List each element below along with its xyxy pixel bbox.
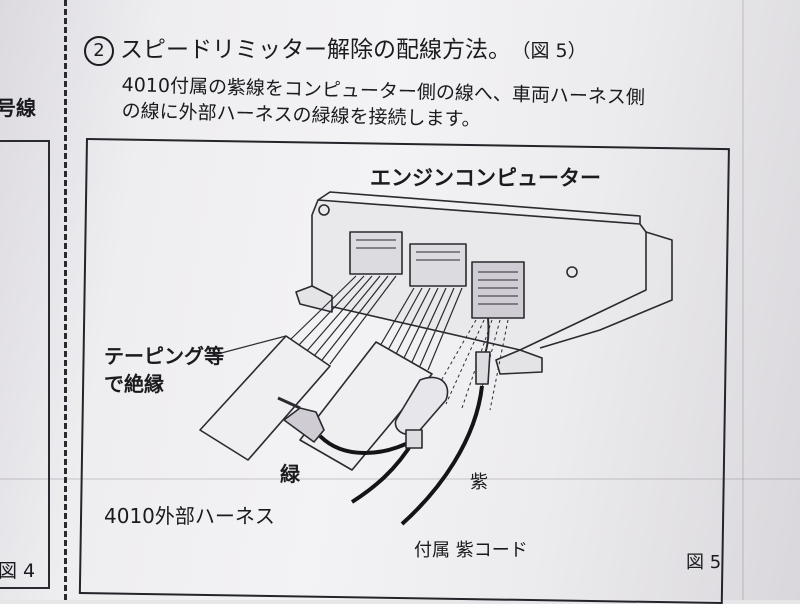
ecu-top-edge bbox=[317, 191, 641, 224]
section-title: スピードリミッター解除の配線方法。 bbox=[120, 37, 511, 63]
purple-cord bbox=[400, 385, 484, 526]
tape-label-line-1: テーピング等 bbox=[104, 344, 224, 368]
tape-label-line-2: で絶縁 bbox=[104, 372, 164, 396]
terminal-tip bbox=[277, 396, 301, 410]
tape-sleeve-1 bbox=[199, 335, 331, 461]
ecu-label: エンジンコンピューター bbox=[370, 166, 601, 190]
green-label: 緑 bbox=[280, 462, 300, 486]
figure-5-label: 図 5 bbox=[686, 552, 722, 573]
cord-label: 付属 紫コード bbox=[414, 540, 528, 561]
purple-label: 紫 bbox=[470, 472, 488, 493]
green-terminal bbox=[283, 407, 325, 443]
mount-tab-left bbox=[295, 285, 333, 313]
bundle-2-wires bbox=[379, 287, 463, 371]
previous-figure-strip: 号線 図 4 bbox=[0, 0, 60, 600]
step-number-badge: 2 bbox=[84, 35, 114, 66]
paper-fold-vertical bbox=[742, 0, 744, 600]
harness-connector bbox=[405, 429, 423, 449]
connector-3 bbox=[471, 261, 525, 319]
connector-3-pins bbox=[478, 271, 518, 305]
screw-hole-left bbox=[318, 204, 330, 216]
left-cut-text: 号線 bbox=[0, 96, 36, 120]
connector-1 bbox=[349, 231, 403, 275]
section-divider bbox=[64, 0, 67, 600]
ecu-side bbox=[539, 231, 673, 349]
paper-fold-horizontal bbox=[0, 478, 800, 480]
purple-connector bbox=[475, 351, 491, 385]
figure-4-frame bbox=[0, 140, 50, 589]
green-wire bbox=[318, 434, 415, 455]
screw-hole-right bbox=[566, 266, 578, 278]
tape-label-leader bbox=[209, 335, 287, 357]
figure-reference: （図 5） bbox=[521, 40, 587, 62]
bundle-1-wires bbox=[289, 275, 397, 365]
connector-2 bbox=[409, 243, 467, 287]
harness-label: 4010外部ハーネス bbox=[104, 504, 275, 528]
figure-4-label: 図 4 bbox=[0, 560, 36, 582]
tape-sleeve-2 bbox=[299, 341, 433, 471]
mount-tab-right bbox=[495, 349, 543, 375]
connector-ribs bbox=[356, 239, 460, 261]
